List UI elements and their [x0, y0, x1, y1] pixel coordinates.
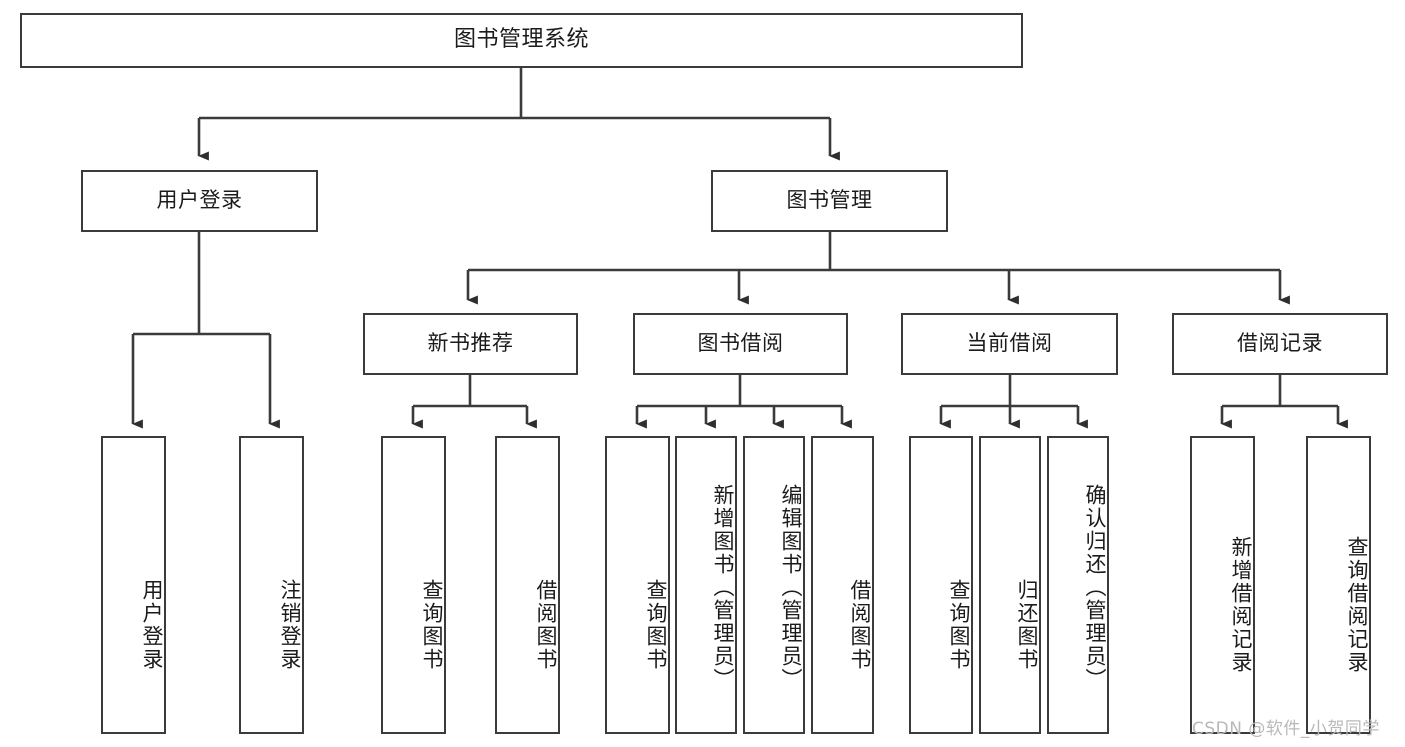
leaf-query-book-recommend[interactable]: 查询图书	[381, 436, 446, 734]
leaf-query-borrow-record[interactable]: 查询借阅记录	[1306, 436, 1371, 734]
leaf-add-borrow-record[interactable]: 新增借阅记录	[1190, 436, 1255, 734]
leaf-add-book-admin[interactable]: 新增图书（管理员）	[675, 436, 737, 734]
leaf-return-book[interactable]: 归还图书	[979, 436, 1041, 734]
csdn-watermark: CSDN @软件_小贺同学	[1192, 719, 1380, 739]
leaf-confirm-return-admin[interactable]: 确认归还（管理员）	[1047, 436, 1109, 734]
node-book-borrow[interactable]: 图书借阅	[633, 313, 848, 375]
leaf-query-book-borrow[interactable]: 查询图书	[605, 436, 670, 734]
node-root-book-management-system[interactable]: 图书管理系统	[20, 13, 1023, 68]
leaf-query-book-current[interactable]: 查询图书	[909, 436, 973, 734]
node-new-book-recommend[interactable]: 新书推荐	[363, 313, 578, 375]
node-borrow-record[interactable]: 借阅记录	[1172, 313, 1388, 375]
leaf-user-logout[interactable]: 注销登录	[239, 436, 304, 734]
node-book-management[interactable]: 图书管理	[711, 170, 948, 232]
leaf-borrow-book-recommend[interactable]: 借阅图书	[495, 436, 560, 734]
node-current-borrow[interactable]: 当前借阅	[901, 313, 1118, 375]
leaf-user-login[interactable]: 用户登录	[101, 436, 166, 734]
leaf-borrow-book-borrow[interactable]: 借阅图书	[811, 436, 874, 734]
leaf-edit-book-admin[interactable]: 编辑图书（管理员）	[743, 436, 805, 734]
node-user-login[interactable]: 用户登录	[81, 170, 318, 232]
